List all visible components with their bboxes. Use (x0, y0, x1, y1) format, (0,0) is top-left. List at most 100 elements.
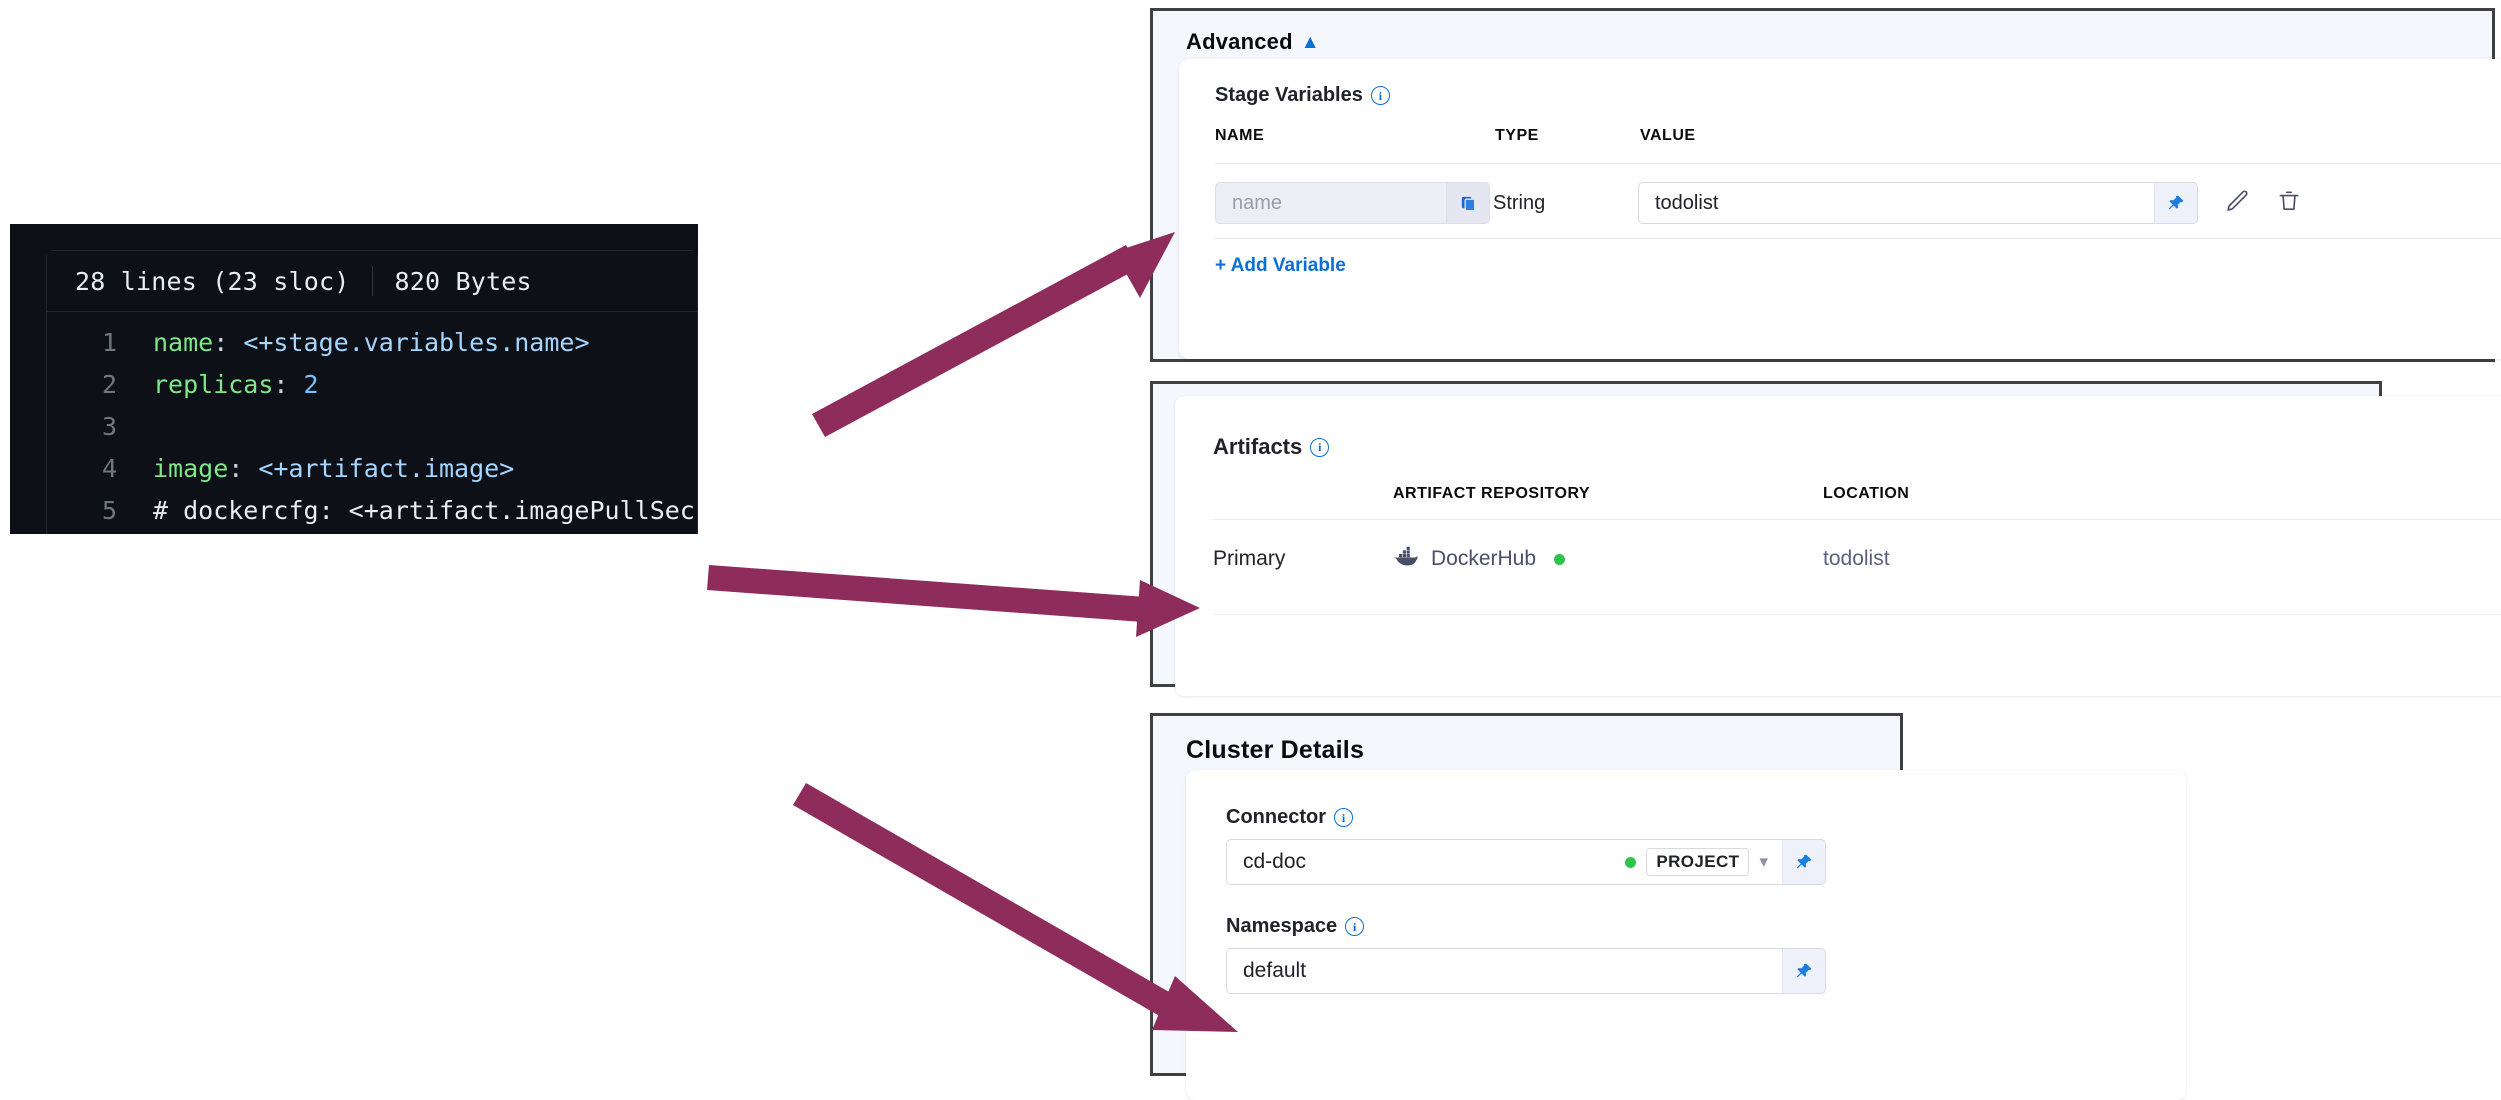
yaml-key: name (153, 328, 214, 357)
table-row: Primary (1213, 520, 2501, 598)
line-number: 2 (101, 370, 117, 399)
green-status-dot (1554, 553, 1566, 565)
variable-value-text: todolist (1655, 191, 1719, 214)
namespace-label-row: Namespace i (1226, 915, 1826, 938)
scope-tag: PROJECT (1646, 848, 1750, 876)
code-file-meta: 28 lines (23 sloc) 820 Bytes (47, 251, 697, 312)
cluster-details-panel: Cluster Details Connector i cd-doc PROJE… (1150, 713, 2186, 1100)
code-line: 1 name: <+stage.variables.name> (47, 322, 697, 364)
code-line: 2 replicas: 2 (47, 364, 697, 406)
cluster-details-card: Connector i cd-doc PROJECT ▾ Namespace i (1186, 770, 2186, 1100)
line-content: # dockercfg: <+artifact.imagePullSecret> (153, 496, 698, 525)
stage-variables-label-row: Stage Variables i (1215, 84, 2501, 107)
cluster-details-title: Cluster Details (1186, 736, 1365, 764)
column-header-location: LOCATION (1823, 485, 1910, 502)
info-icon[interactable]: i (1345, 917, 1365, 936)
code-line: 4 image: <+artifact.image> (47, 448, 697, 490)
yaml-key: image (153, 454, 229, 483)
code-file-viewer: 28 lines (23 sloc) 820 Bytes 1 name: <+s… (10, 224, 698, 534)
arrow-artifact-image (707, 565, 1200, 637)
stage-variables-column-headers: NAME TYPE VALUE (1215, 127, 2501, 145)
column-header-name: NAME (1215, 127, 1265, 144)
table-row: name String todolist (1215, 172, 2501, 234)
line-number: 3 (101, 412, 117, 441)
variable-value-input[interactable]: todolist (1638, 182, 2198, 224)
table-divider (1215, 163, 2501, 164)
variable-type-value: String (1493, 191, 1546, 214)
artifacts-card: Artifacts i ARTIFACT REPOSITORY LOCATION… (1175, 396, 2501, 696)
code-line: 3 (47, 406, 697, 448)
artifact-repository-name: DockerHub (1431, 547, 1537, 570)
artifact-repository-cell[interactable]: DockerHub (1393, 545, 1823, 573)
table-divider (1213, 519, 2501, 520)
column-header-type (1213, 485, 1393, 503)
code-line: 5 # dockercfg: <+artifact.imagePullSecre… (47, 490, 698, 532)
line-number: 1 (101, 328, 117, 357)
namespace-value: default (1243, 959, 1307, 982)
line-content: name: <+stage.variables.name> (153, 322, 590, 364)
code-line: 6 (47, 532, 697, 534)
advanced-panel: Advanced ▲ Stage Variables i NAME TYPE VA… (1150, 8, 2501, 362)
namespace-label: Namespace (1226, 915, 1338, 937)
code-lines: 1 name: <+stage.variables.name> 2 replic… (47, 312, 698, 534)
yaml-colon: : (273, 370, 289, 399)
info-icon[interactable]: i (1370, 86, 1390, 105)
connector-label: Connector (1226, 806, 1326, 828)
advanced-title: Advanced (1186, 29, 1293, 54)
info-icon[interactable]: i (1310, 437, 1330, 457)
artifacts-column-headers: ARTIFACT REPOSITORY LOCATION (1213, 485, 2501, 503)
yaml-key: replicas (153, 370, 274, 399)
stage-variables-section: Stage Variables i NAME TYPE VALUE name (1215, 84, 2501, 239)
artifact-type: Primary (1213, 547, 1286, 570)
stage-variables-card: Stage Variables i NAME TYPE VALUE name (1179, 59, 2501, 359)
pencil-icon[interactable] (2224, 188, 2250, 219)
field-spacer (1226, 885, 1826, 915)
meta-divider (371, 266, 373, 296)
table-divider (1215, 238, 2501, 239)
namespace-input[interactable]: default (1226, 948, 1826, 994)
yaml-colon: : (213, 328, 229, 357)
variable-name-placeholder: name (1232, 191, 1283, 214)
trash-icon[interactable] (2276, 188, 2302, 219)
pin-icon[interactable] (1782, 840, 1825, 884)
line-content: image: <+artifact.image> (153, 448, 514, 490)
advanced-section-header[interactable]: Advanced ▲ (1186, 29, 1320, 55)
line-number: 6 (47, 532, 153, 534)
chevron-down-icon[interactable]: ▾ (1759, 852, 1768, 871)
yaml-colon: : (228, 454, 244, 483)
connector-input[interactable]: cd-doc PROJECT ▾ (1226, 839, 1826, 885)
table-divider (1213, 614, 2501, 615)
row-action-buttons (2224, 188, 2302, 219)
variable-name-input[interactable]: name (1215, 182, 1490, 224)
connector-value: cd-doc (1243, 850, 1307, 873)
add-variable-button[interactable]: + Add Variable (1215, 255, 1346, 276)
cluster-details-fields: Connector i cd-doc PROJECT ▾ Namespace i (1226, 806, 1826, 994)
green-status-dot (1625, 856, 1637, 868)
docker-icon (1393, 545, 1419, 573)
pin-icon[interactable] (2154, 183, 2197, 223)
column-header-value: VALUE (1640, 127, 1696, 144)
artifact-location: todolist (1823, 547, 1890, 570)
arrow-name-variable (812, 232, 1175, 437)
yaml-value: <+stage.variables.name> (228, 328, 590, 357)
code-line-count: 28 lines (23 sloc) (75, 266, 350, 296)
column-header-artifact-repository: ARTIFACT REPOSITORY (1393, 485, 1591, 502)
info-icon[interactable]: i (1334, 808, 1353, 827)
line-number: 4 (101, 454, 117, 483)
column-header-type: TYPE (1495, 127, 1539, 144)
artifacts-panel: Artifacts i ARTIFACT REPOSITORY LOCATION… (1150, 381, 2501, 696)
code-file-inner: 28 lines (23 sloc) 820 Bytes 1 name: <+s… (46, 250, 698, 534)
yaml-value: <+artifact.image> (243, 454, 515, 483)
yaml-value: 2 (288, 370, 319, 399)
code-file-size: 820 Bytes (394, 266, 532, 296)
artifacts-label: Artifacts (1213, 434, 1303, 459)
pin-icon[interactable] (1782, 949, 1825, 993)
artifacts-section: Artifacts i ARTIFACT REPOSITORY LOCATION… (1213, 434, 2501, 615)
line-content: replicas: 2 (153, 364, 319, 406)
copy-icon[interactable] (1446, 183, 1489, 223)
chevron-up-icon[interactable]: ▲ (1300, 32, 1320, 53)
connector-label-row: Connector i (1226, 806, 1826, 829)
artifacts-label-row: Artifacts i (1213, 434, 2501, 460)
line-number: 5 (101, 496, 117, 525)
stage-variables-label: Stage Variables (1215, 84, 1363, 106)
